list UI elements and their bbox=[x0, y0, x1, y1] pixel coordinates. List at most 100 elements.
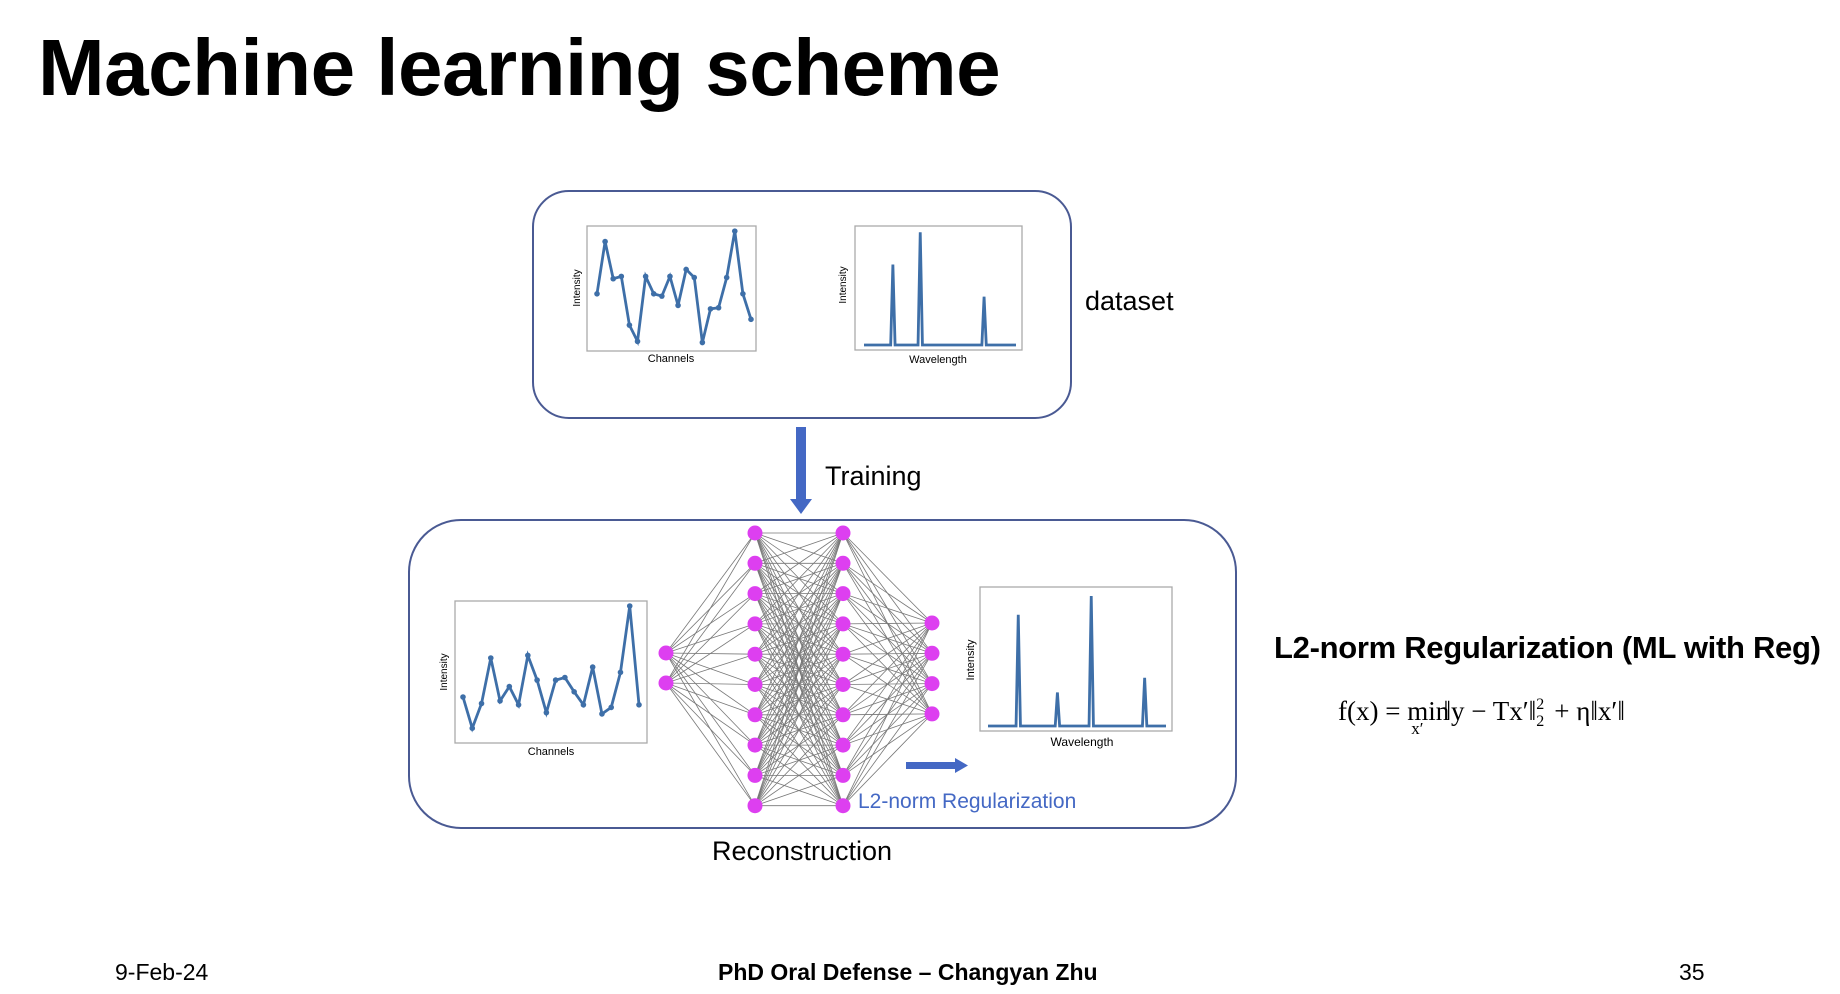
input-plot: Channels Intensity bbox=[439, 600, 648, 758]
data-point bbox=[552, 677, 559, 683]
data-point bbox=[478, 700, 485, 707]
network-node bbox=[835, 616, 851, 632]
data-point bbox=[599, 711, 605, 717]
network-node bbox=[747, 737, 763, 753]
footer-presentation-title: PhD Oral Defense – Changyan Zhu bbox=[718, 959, 1098, 985]
dataset-box bbox=[532, 190, 1072, 419]
data-point bbox=[642, 273, 649, 280]
data-point bbox=[589, 664, 596, 670]
slide-title: Machine learning scheme bbox=[38, 23, 1001, 112]
network-edge bbox=[842, 622, 933, 625]
network-node bbox=[747, 677, 763, 692]
network-node bbox=[835, 798, 851, 814]
data-point bbox=[659, 293, 665, 299]
network-edge bbox=[754, 532, 844, 776]
network-edge bbox=[665, 532, 756, 654]
network-node bbox=[835, 646, 851, 662]
network-edge bbox=[665, 682, 756, 746]
network-edge bbox=[754, 684, 844, 806]
dataset-plot-right: Wavelength Intensity bbox=[838, 225, 1023, 366]
network-edge bbox=[842, 593, 933, 624]
network-edge bbox=[754, 593, 844, 806]
output-plot-xlabel: Wavelength bbox=[1051, 735, 1114, 749]
data-point bbox=[667, 273, 673, 280]
network-edges bbox=[665, 532, 933, 807]
network-edge bbox=[842, 622, 933, 685]
training-label: Training bbox=[825, 461, 922, 491]
network-edge bbox=[754, 532, 844, 746]
data-point bbox=[715, 304, 722, 311]
regularization-formula: f(x) = minx′‖y − Tx′‖22+ η‖x′‖ bbox=[1338, 696, 1625, 739]
network-node bbox=[835, 555, 851, 571]
network-node bbox=[835, 737, 851, 753]
regularization-label: L2-norm Regularization bbox=[858, 790, 1076, 813]
network-edge bbox=[754, 623, 844, 806]
formula-sub: x′ bbox=[1411, 719, 1424, 738]
formula-rhs: + η‖x′‖ bbox=[1554, 696, 1625, 726]
network-edge bbox=[842, 622, 933, 746]
network-edge bbox=[665, 532, 756, 684]
data-point bbox=[683, 266, 689, 273]
data-point bbox=[650, 291, 657, 297]
dataset-plot-left-ylabel: Intensity bbox=[572, 269, 583, 306]
network-node bbox=[835, 586, 851, 602]
data-point bbox=[515, 702, 522, 708]
data-point bbox=[534, 677, 540, 683]
network-node bbox=[747, 767, 763, 783]
network-edge bbox=[754, 714, 844, 806]
footer-page-number: 35 bbox=[1679, 959, 1705, 985]
network-node bbox=[747, 555, 763, 571]
network-node bbox=[747, 707, 763, 723]
network-edge bbox=[842, 683, 933, 806]
data-point bbox=[617, 669, 624, 676]
output-plot-ylabel: Intensity bbox=[965, 639, 977, 680]
network-edge bbox=[665, 653, 756, 684]
network-node bbox=[924, 645, 940, 661]
network-node bbox=[924, 615, 940, 631]
dataset-label: dataset bbox=[1085, 286, 1174, 316]
data-point bbox=[636, 702, 642, 708]
network-edge bbox=[754, 532, 844, 594]
data-point bbox=[525, 652, 531, 659]
data-point bbox=[748, 316, 754, 323]
network-edge bbox=[665, 682, 756, 685]
dataset-plot-left-line bbox=[595, 230, 753, 347]
network-edge bbox=[842, 622, 933, 655]
network-node bbox=[835, 677, 851, 692]
data-point bbox=[691, 274, 698, 281]
network-edge bbox=[665, 682, 756, 776]
data-point bbox=[731, 228, 738, 234]
dataset-plot-right-line bbox=[864, 232, 1016, 347]
data-point bbox=[602, 238, 608, 245]
network-edge bbox=[754, 532, 844, 625]
data-point bbox=[610, 275, 617, 282]
network-edge bbox=[754, 532, 844, 564]
network-node bbox=[835, 707, 851, 723]
data-point bbox=[469, 725, 476, 731]
output-plot: Wavelength Intensity bbox=[965, 586, 1173, 749]
regularization-arrow bbox=[906, 758, 968, 773]
network-edge bbox=[842, 622, 933, 716]
network-edge bbox=[754, 532, 844, 806]
data-point bbox=[562, 674, 568, 681]
network-edge bbox=[754, 744, 844, 807]
network-node bbox=[747, 646, 763, 662]
network-edge bbox=[842, 562, 933, 624]
network-edge bbox=[665, 623, 756, 684]
network-node bbox=[924, 706, 940, 722]
data-point bbox=[487, 655, 494, 661]
network-node bbox=[658, 645, 674, 661]
network-node bbox=[835, 767, 851, 783]
network-edge bbox=[842, 713, 933, 806]
data-point bbox=[460, 694, 466, 700]
network-node bbox=[658, 675, 674, 691]
network-node bbox=[747, 525, 763, 541]
network-nodes bbox=[658, 525, 940, 814]
formula-sup: 2 bbox=[1536, 696, 1545, 713]
network-edge bbox=[754, 563, 844, 806]
dataset-plot-left-xlabel: Channels bbox=[648, 353, 695, 365]
input-plot-ylabel: Intensity bbox=[439, 653, 450, 690]
data-point bbox=[699, 339, 706, 346]
network-edge bbox=[842, 532, 933, 624]
